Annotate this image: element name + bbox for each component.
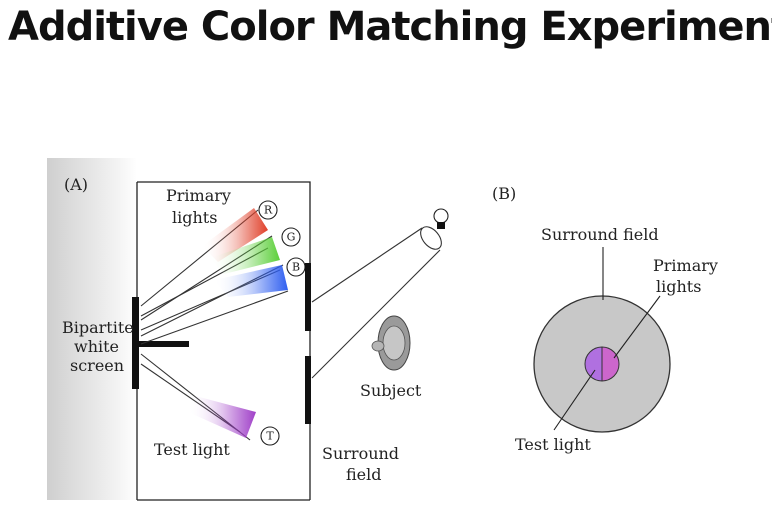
slide-title: Additive Color Matching Experiment <box>8 4 772 50</box>
aperture-top <box>305 263 311 331</box>
panel-b-tag: (B) <box>492 184 516 203</box>
blue-lamp <box>214 265 288 297</box>
test-light-label: Test light <box>154 440 230 459</box>
bipartite-screen <box>132 297 139 389</box>
aperture-bottom <box>305 356 311 424</box>
blue-letter: B <box>292 261 300 274</box>
primary-letter-circles: R G B T <box>258 200 306 446</box>
green-letter: G <box>287 231 296 244</box>
panel-a-tag: (A) <box>64 175 88 194</box>
screen-label-1: Bipartite <box>62 318 134 337</box>
surround-field-b-label: Surround field <box>541 225 659 244</box>
viewing-tube <box>311 226 442 379</box>
lamp-bulb-icon <box>433 208 449 229</box>
red-lamp <box>202 208 268 262</box>
surround-field-label-1: Surround <box>322 444 399 463</box>
green-lamp <box>210 237 280 274</box>
subject-label: Subject <box>360 381 422 400</box>
test-light-b-label: Test light <box>515 435 591 454</box>
primary-lights-label-1: Primary <box>166 186 231 205</box>
subject-head-icon <box>371 315 411 371</box>
test-letter: T <box>266 430 274 443</box>
surround-field-label-2: field <box>346 465 382 484</box>
primary-half-field <box>601 346 620 382</box>
primary-lights-label-2: lights <box>172 208 217 227</box>
screen-label-3: screen <box>70 356 124 375</box>
primary-lights-b-label-1: Primary <box>653 256 718 275</box>
scan-shadow <box>47 158 137 500</box>
test-lamp <box>188 394 256 438</box>
screen-label-2: white <box>74 337 119 356</box>
red-letter: R <box>264 204 273 217</box>
panel-b-pointers <box>553 247 661 431</box>
primary-lights-b-label-2: lights <box>656 277 701 296</box>
screen-divider <box>139 341 189 347</box>
